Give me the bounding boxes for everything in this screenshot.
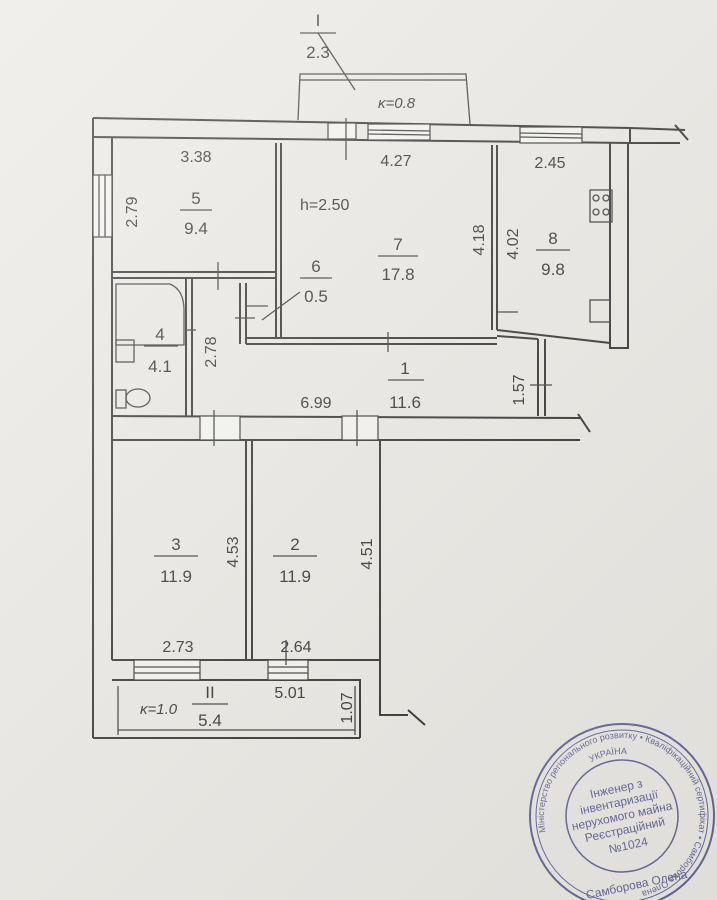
kitchen-fixtures — [589, 189, 613, 323]
dim-room3-depth: 4.53 — [225, 536, 242, 567]
room-7-number: 7 — [393, 235, 402, 254]
room-8-area: 9.8 — [541, 260, 565, 279]
room-1-number: 1 — [400, 359, 409, 378]
room-2-number: 2 — [290, 535, 299, 554]
balcony-bottom — [117, 686, 356, 735]
windows — [92, 122, 583, 681]
dim-balcony2-depth: 1.07 — [339, 692, 356, 723]
dim-balcony2-width: 5.01 — [274, 685, 305, 702]
dim-room7-width: 4.27 — [380, 153, 411, 170]
balcony-I-area: 2.3 — [306, 43, 330, 62]
balcony-II-number: II — [205, 683, 214, 702]
bathroom-fixtures — [115, 283, 185, 409]
dim-corridor-length: 6.99 — [300, 395, 331, 412]
balcony-I-number: I — [316, 11, 321, 30]
room-5-area: 9.4 — [184, 219, 208, 238]
dim-room5-width: 3.38 — [180, 149, 211, 166]
room-4-area: 4.1 — [148, 357, 172, 376]
room-4-number: 4 — [155, 325, 164, 344]
plan-notes: h=2.50 κ=0.8 κ=1.0 — [140, 95, 416, 718]
room-7-area: 17.8 — [381, 265, 414, 284]
dim-corridor-depth: 1.57 — [511, 374, 528, 405]
balcony-coef-bottom: κ=1.0 — [140, 701, 178, 718]
room-3-area: 11.9 — [160, 567, 192, 586]
dim-room2-width: 2.64 — [280, 639, 311, 656]
balcony-top — [297, 32, 471, 125]
ceiling-height: h=2.50 — [300, 197, 349, 214]
dim-room4-depth: 2.78 — [203, 336, 220, 367]
dim-room8-width: 2.45 — [534, 155, 565, 172]
room-8-number: 8 — [548, 229, 557, 248]
room-1-area: 11.6 — [389, 393, 421, 412]
balcony-II-area: 5.4 — [198, 711, 222, 730]
interior-walls — [111, 143, 611, 660]
room-6-area: 0.5 — [304, 287, 328, 306]
room-labels: 5 9.4 7 17.8 8 9.8 6 0.5 4 4.1 1 11.6 3 … — [144, 11, 570, 730]
dim-room3-width: 2.73 — [162, 639, 193, 656]
dimension-labels: 3.38 4.27 2.45 2.79 4.18 4.02 2.78 6.99 … — [124, 149, 566, 724]
door-marks — [186, 118, 552, 665]
balcony-coef-top: κ=0.8 — [378, 95, 416, 112]
room-2-area: 11.9 — [279, 567, 311, 586]
dim-room8-depth: 4.02 — [505, 228, 522, 259]
room-6-number: 6 — [311, 257, 320, 276]
room-5-number: 5 — [191, 189, 200, 208]
dim-room2-depth: 4.51 — [359, 538, 376, 569]
dim-room5-depth: 2.79 — [124, 196, 141, 227]
dim-room7-depth: 4.18 — [471, 224, 488, 255]
room-3-number: 3 — [171, 535, 180, 554]
